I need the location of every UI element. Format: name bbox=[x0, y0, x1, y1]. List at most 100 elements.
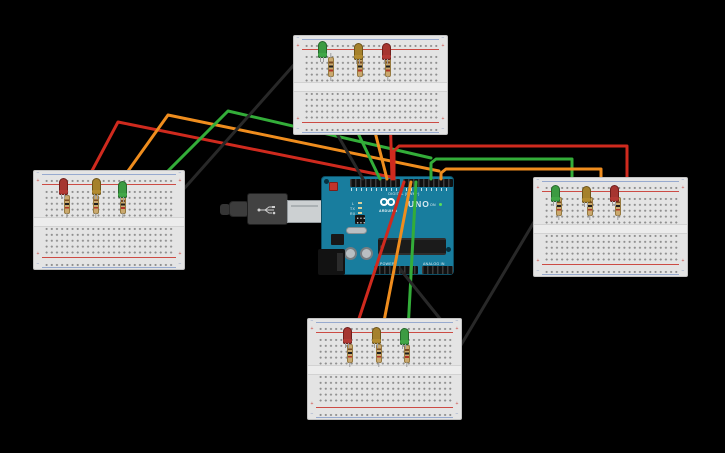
rail-mark: − bbox=[36, 261, 40, 267]
analog-header[interactable] bbox=[422, 266, 453, 274]
icsp-header[interactable] bbox=[355, 215, 365, 224]
digital-header-left[interactable] bbox=[350, 179, 400, 187]
rail-mark: + bbox=[441, 116, 445, 122]
rail-mark: + bbox=[310, 401, 314, 407]
on-led bbox=[439, 203, 442, 206]
usb-plug[interactable] bbox=[247, 193, 288, 225]
led-green[interactable] bbox=[550, 185, 560, 206]
led-yellow[interactable] bbox=[353, 43, 363, 64]
capacitor bbox=[360, 247, 373, 260]
l-led bbox=[358, 202, 362, 204]
usb-port bbox=[287, 200, 322, 223]
rail-positive-line bbox=[42, 257, 176, 258]
rail-mark: + bbox=[455, 326, 459, 332]
rail-mark: + bbox=[178, 251, 182, 257]
rail-holes bbox=[43, 177, 175, 182]
rail-mark: − bbox=[441, 35, 445, 41]
led-red[interactable] bbox=[381, 43, 391, 64]
rail-mark: + bbox=[681, 185, 685, 191]
resistor[interactable] bbox=[404, 345, 410, 363]
crystal-oscillator bbox=[346, 227, 367, 234]
power-jack bbox=[318, 249, 345, 275]
rail-holes bbox=[543, 268, 678, 273]
rail-negative-line bbox=[542, 274, 679, 275]
uno-label: UNO bbox=[408, 199, 430, 209]
rail-positive-line bbox=[316, 407, 453, 408]
rail-positive-line bbox=[316, 332, 453, 333]
led-red[interactable] bbox=[342, 327, 352, 348]
led-red[interactable] bbox=[609, 185, 619, 206]
power-header[interactable] bbox=[374, 266, 418, 274]
led-green[interactable] bbox=[117, 181, 127, 202]
rail-mark: + bbox=[36, 251, 40, 257]
rail-mark: − bbox=[455, 411, 459, 417]
rail-negative-line bbox=[42, 267, 176, 268]
led-tx-label: TX bbox=[350, 207, 356, 211]
arduino-brand-label: ARDUINO bbox=[379, 209, 398, 213]
rail-mark: + bbox=[296, 116, 300, 122]
rail-mark: − bbox=[536, 177, 540, 183]
rail-mark: − bbox=[441, 126, 445, 132]
led-green[interactable] bbox=[399, 328, 409, 349]
terminal-strip-holes bbox=[543, 232, 678, 261]
rail-mark: + bbox=[536, 258, 540, 264]
rail-mark: − bbox=[681, 268, 685, 274]
rail-mark: − bbox=[681, 177, 685, 183]
resistor[interactable] bbox=[376, 344, 382, 363]
rail-mark: + bbox=[178, 178, 182, 184]
rail-mark: − bbox=[36, 170, 40, 176]
rail-positive-line bbox=[302, 49, 439, 50]
rail-holes bbox=[303, 42, 438, 47]
rail-mark: − bbox=[178, 170, 182, 176]
wire-black[interactable] bbox=[180, 56, 302, 193]
rail-mark: − bbox=[178, 261, 182, 267]
terminal-strip-holes bbox=[317, 336, 452, 365]
resistor[interactable] bbox=[347, 344, 353, 363]
digital-header-right[interactable] bbox=[403, 179, 453, 187]
led-green[interactable] bbox=[317, 41, 327, 62]
rail-mark: + bbox=[36, 178, 40, 184]
led-yellow[interactable] bbox=[371, 327, 381, 348]
rx-led bbox=[358, 212, 362, 214]
rail-mark: − bbox=[455, 318, 459, 324]
rail-holes bbox=[317, 325, 452, 330]
rail-mark: − bbox=[310, 411, 314, 417]
resistor[interactable] bbox=[328, 57, 334, 77]
analog-label: ANALOG IN bbox=[423, 262, 445, 266]
led-yellow[interactable] bbox=[581, 186, 591, 207]
rail-negative-line bbox=[302, 132, 439, 133]
rail-mark: + bbox=[310, 326, 314, 332]
terminal-strip-holes bbox=[317, 373, 452, 402]
rail-holes bbox=[303, 126, 438, 131]
rail-negative-line bbox=[316, 322, 453, 323]
breadboard-left[interactable]: − − + + + + − − bbox=[33, 170, 185, 270]
atmega-chip[interactable] bbox=[378, 238, 446, 255]
resistor[interactable] bbox=[64, 195, 70, 214]
digital-label: DIGITAL (PWM~) bbox=[388, 192, 420, 196]
arduino-uno-board[interactable]: DIGITAL (PWM~) UNO ARDUINO L TX RX ON PO… bbox=[318, 176, 454, 275]
breadboard-bottom[interactable]: −−++++−− bbox=[307, 318, 462, 420]
rail-mark: + bbox=[441, 43, 445, 49]
mounting-hole bbox=[446, 247, 451, 252]
rail-mark: − bbox=[296, 126, 300, 132]
rail-positive-line bbox=[42, 184, 176, 185]
rail-mark: + bbox=[681, 258, 685, 264]
rail-negative-line bbox=[316, 417, 453, 418]
arduino-logo-icon bbox=[387, 198, 395, 206]
led-yellow[interactable] bbox=[91, 178, 101, 199]
usb-trident-icon bbox=[257, 206, 276, 215]
rail-mark: + bbox=[455, 401, 459, 407]
terminal-strip-holes bbox=[43, 225, 175, 254]
reset-button[interactable] bbox=[329, 182, 338, 191]
rail-negative-line bbox=[42, 174, 176, 175]
breadboard-top[interactable]: −−++++−− bbox=[293, 35, 448, 135]
voltage-regulator bbox=[331, 234, 344, 245]
wire-black[interactable] bbox=[459, 215, 539, 347]
led-red[interactable] bbox=[58, 178, 68, 199]
rail-mark: + bbox=[536, 185, 540, 191]
usb-cable-collar bbox=[229, 201, 249, 217]
on-label: ON bbox=[430, 203, 436, 207]
tx-led bbox=[358, 207, 362, 209]
rail-negative-line bbox=[542, 181, 679, 182]
